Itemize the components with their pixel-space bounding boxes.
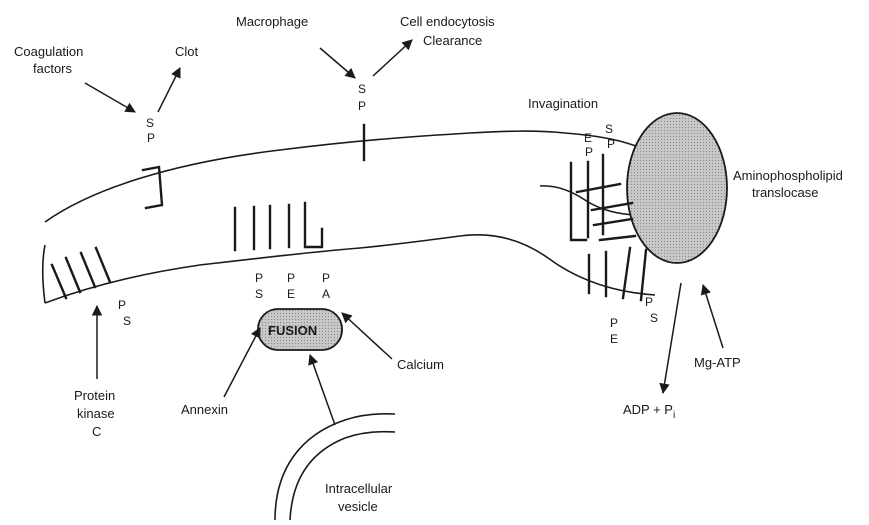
label-c: C (92, 424, 101, 439)
label-calcium: Calcium (397, 357, 444, 372)
lipid-ps-left-2: S (123, 314, 131, 328)
label-adp-main: ADP + P (623, 402, 673, 417)
label-translocase: translocase (752, 185, 818, 200)
lipid-sp-left-2: P (147, 131, 155, 145)
aminophospholipid-translocase-ellipse (627, 113, 727, 263)
arrow-calcium (342, 313, 392, 359)
arrow-coagulation (85, 83, 135, 112)
label-mg-atp: Mg-ATP (694, 355, 741, 370)
label-fusion: FUSION (268, 323, 317, 338)
lipid-pe-center-2: E (287, 287, 295, 301)
ps-bar (96, 248, 110, 282)
sp-bar-left (143, 167, 162, 208)
lipid-pe-center-1: P (287, 271, 295, 285)
ps-bar (66, 258, 80, 292)
sp-bar-top (600, 236, 635, 240)
label-intracellular: Intracellular (325, 481, 393, 496)
ps-bar-bottom (623, 248, 630, 298)
lipid-pe-bottom-2: E (610, 332, 618, 346)
lipid-sp-mid-2: P (358, 99, 366, 113)
label-clearance: Clearance (423, 33, 482, 48)
sp-bar-top (594, 219, 632, 225)
arrow-adp (663, 283, 681, 393)
membrane-left-cap (43, 245, 45, 303)
ps-bar-bottom (641, 250, 646, 300)
ep-bar (571, 163, 586, 240)
lipid-pe-bottom-1: P (610, 316, 618, 330)
lipid-ps-center-1: P (255, 271, 263, 285)
label-adp: ADP + Pi (623, 402, 675, 421)
ps-bar (81, 253, 95, 287)
label-vesicle: vesicle (338, 499, 378, 514)
label-annexin: Annexin (181, 402, 228, 417)
label-protein: Protein (74, 388, 115, 403)
lipid-ps-center-2: S (255, 287, 263, 301)
label-macrophage: Macrophage (236, 14, 308, 29)
lipid-ep-1: E (584, 131, 592, 145)
pa-bar-center (305, 203, 322, 247)
arrow-clot (158, 68, 180, 112)
lipid-sp-mid-1: S (358, 82, 366, 96)
label-kinase: kinase (77, 406, 115, 421)
label-clot: Clot (175, 44, 199, 59)
lipid-sp-top-1: S (605, 122, 613, 136)
lipid-ep-2: P (585, 145, 593, 159)
label-aminophospholipid: Aminophospholipid (733, 168, 843, 183)
lipid-bars (52, 125, 646, 300)
label-factors: factors (33, 61, 73, 76)
arrow-mg-atp (703, 285, 723, 348)
lipid-sp-left-1: S (146, 116, 154, 130)
label-invagination: Invagination (528, 96, 598, 111)
label-endocytosis: Cell endocytosis (400, 14, 495, 29)
lipid-ps-bottom-1: P (645, 295, 653, 309)
sp-bar-top (577, 184, 620, 192)
label-coagulation: Coagulation (14, 44, 83, 59)
lipid-pa-center-1: P (322, 271, 330, 285)
lipid-pa-center-2: A (322, 287, 330, 301)
label-adp-sub: i (673, 410, 675, 421)
arrow-endocytosis (373, 40, 412, 76)
arrow-vesicle (310, 355, 335, 425)
ps-bar (52, 265, 66, 298)
arrow-annexin (224, 328, 260, 397)
membrane-lower-edge (45, 236, 460, 303)
lipid-ps-bottom-2: S (650, 311, 658, 325)
arrow-macrophage (320, 48, 355, 78)
lipid-sp-top-2: P (607, 137, 615, 151)
lipid-ps-left-1: P (118, 298, 126, 312)
